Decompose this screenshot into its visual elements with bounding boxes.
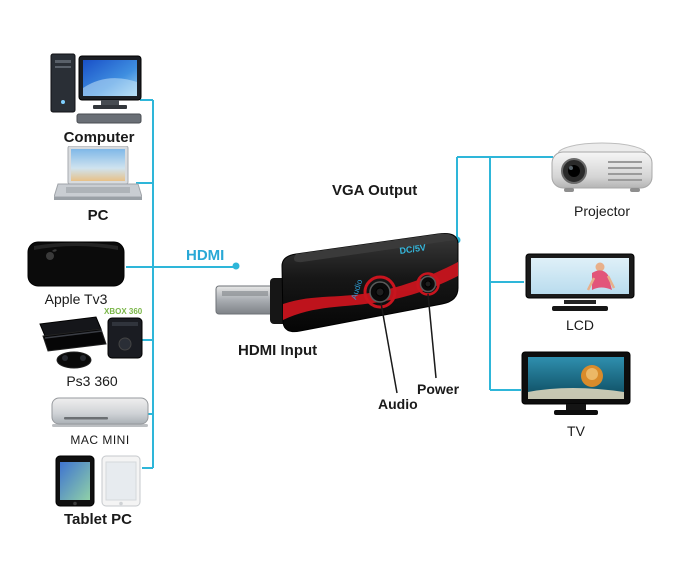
apple-tv-icon bbox=[27, 241, 125, 287]
computer-icon bbox=[50, 53, 142, 124]
audio-jack bbox=[369, 281, 391, 303]
device-apple-tv: Apple Tv3 bbox=[24, 240, 128, 307]
hdmi-connection-dot bbox=[232, 262, 240, 270]
tv-icon bbox=[521, 351, 631, 415]
device-label-mac-mini: MAC MINI bbox=[70, 433, 130, 447]
power-jack bbox=[419, 275, 437, 293]
device-label-tablet-pc: Tablet PC bbox=[63, 511, 133, 528]
device-tablet-pc: Tablet PC bbox=[48, 454, 148, 528]
vga-connection-dot bbox=[453, 236, 461, 244]
mac-mini-icon bbox=[51, 397, 149, 427]
plug-collar bbox=[270, 278, 288, 324]
device-label-ps3-360: Ps3 360 bbox=[66, 373, 118, 389]
power-label: Power bbox=[417, 381, 460, 397]
hdmi-input-label: HDMI Input bbox=[238, 342, 318, 359]
audio-pointer-line bbox=[380, 302, 398, 394]
tablet-icon bbox=[55, 455, 141, 507]
hdmi-plug bbox=[215, 285, 275, 315]
xbox-logo-text: XBOX 360 bbox=[104, 307, 143, 316]
audio-port-text: Audio bbox=[349, 278, 364, 301]
laptop-icon bbox=[54, 146, 142, 200]
device-label-lcd: LCD bbox=[565, 317, 594, 333]
power-pointer-line bbox=[427, 293, 437, 379]
device-tv: TV bbox=[520, 350, 632, 439]
projector-icon bbox=[551, 142, 653, 192]
hdmi-vga-adapter-image: DC/5V Audio bbox=[215, 233, 459, 394]
vga-output-label: VGA Output bbox=[332, 182, 418, 199]
device-ps3-360: XBOX 360 Ps3 360 bbox=[36, 304, 148, 389]
device-label-projector: Projector bbox=[573, 203, 631, 219]
device-label-tv: TV bbox=[567, 423, 585, 439]
device-pc: PC bbox=[50, 146, 146, 224]
device-lcd: LCD bbox=[524, 252, 636, 333]
device-label-pc: PC bbox=[87, 207, 109, 224]
game-consoles-icon: XBOX 360 bbox=[39, 307, 143, 369]
lcd-monitor-icon bbox=[525, 253, 635, 311]
device-mac-mini: MAC MINI bbox=[48, 396, 152, 447]
device-label-computer: Computer bbox=[63, 129, 135, 146]
device-label-apple-tv: Apple Tv3 bbox=[44, 291, 108, 307]
adapter-body bbox=[281, 233, 459, 333]
device-computer: Computer bbox=[46, 52, 152, 146]
audio-label: Audio bbox=[378, 396, 418, 412]
dc5v-port-text: DC/5V bbox=[399, 242, 427, 256]
hdmi-label: HDMI bbox=[186, 247, 225, 264]
red-stripe bbox=[283, 262, 458, 320]
device-projector: Projector bbox=[548, 136, 656, 219]
